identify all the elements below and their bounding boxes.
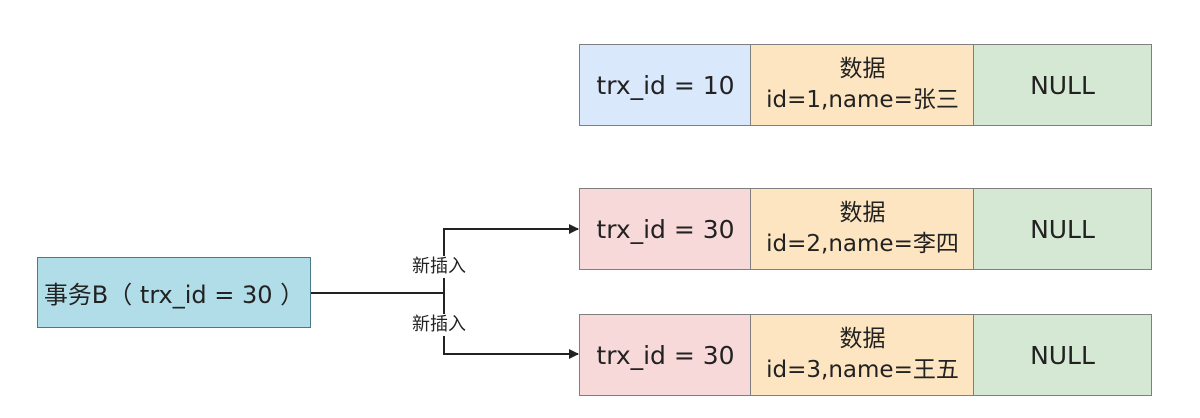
arrow-to-record-3 [443, 293, 579, 359]
record-2-data: 数据 id=2,name=李四 [750, 188, 975, 270]
record-1-data: 数据 id=1,name=张三 [750, 44, 975, 126]
record-2-null-text: NULL [1030, 214, 1095, 244]
record-1-trx-id-text: trx_id = 10 [596, 70, 735, 100]
transaction-b-box: 事务B（ trx_id = 30 ） [37, 257, 311, 328]
transaction-b-label: 事务B（ trx_id = 30 ） [43, 281, 305, 309]
record-3-data: 数据 id=3,name=王五 [750, 314, 975, 396]
record-1-data-value: id=1,name=张三 [766, 87, 959, 113]
record-1-trx-id: trx_id = 10 [579, 44, 752, 126]
record-1-data-title: 数据 [839, 56, 886, 82]
record-3-data-title: 数据 [839, 326, 886, 352]
record-1-null-text: NULL [1030, 70, 1095, 100]
edge-label-record-3: 新插入 [411, 314, 467, 336]
record-2-data-value: id=2,name=李四 [766, 231, 959, 257]
record-2-roll-pointer: NULL [973, 188, 1152, 270]
record-3-trx-id-text: trx_id = 30 [596, 340, 735, 370]
record-2-trx-id-text: trx_id = 30 [596, 214, 735, 244]
edge-label-record-2: 新插入 [411, 256, 467, 278]
record-3-null-text: NULL [1030, 340, 1095, 370]
record-3-data-value: id=3,name=王五 [766, 357, 959, 383]
record-2-data-title: 数据 [839, 200, 886, 226]
record-2-trx-id: trx_id = 30 [579, 188, 752, 270]
record-1-roll-pointer: NULL [973, 44, 1152, 126]
record-3-trx-id: trx_id = 30 [579, 314, 752, 396]
record-3-roll-pointer: NULL [973, 314, 1152, 396]
